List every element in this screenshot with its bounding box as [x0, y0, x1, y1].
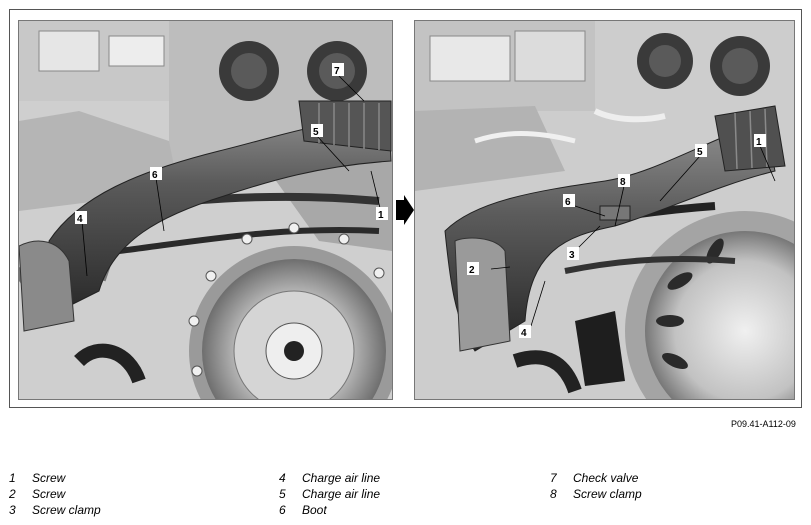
- engine-photo-left: 7 5 6 4 1: [18, 20, 393, 400]
- callout-right-6: 6: [565, 197, 571, 208]
- figure-frame: 7 5 6 4 1: [9, 9, 802, 408]
- callout-right-4: 4: [521, 328, 527, 339]
- callout-left-5: 5: [313, 127, 319, 138]
- engine-illustration-right: 1 5 8 6 3 2 4: [415, 21, 794, 399]
- figure-reference: P09.41-A112-09: [731, 419, 796, 429]
- engine-photo-right: 1 5 8 6 3 2 4: [414, 20, 795, 400]
- callout-left-7: 7: [334, 66, 340, 77]
- arrow-right-icon: [396, 195, 414, 230]
- callout-right-5: 5: [697, 147, 703, 158]
- engine-illustration-left: 7 5 6 4 1: [19, 21, 392, 399]
- callout-left-4: 4: [77, 214, 83, 225]
- callout-right-8: 8: [620, 177, 626, 188]
- callout-right-3: 3: [569, 250, 575, 261]
- callout-left-1: 1: [378, 210, 384, 221]
- callout-right-1: 1: [756, 137, 762, 148]
- callout-left-6: 6: [152, 170, 158, 181]
- callout-right-2: 2: [469, 265, 475, 276]
